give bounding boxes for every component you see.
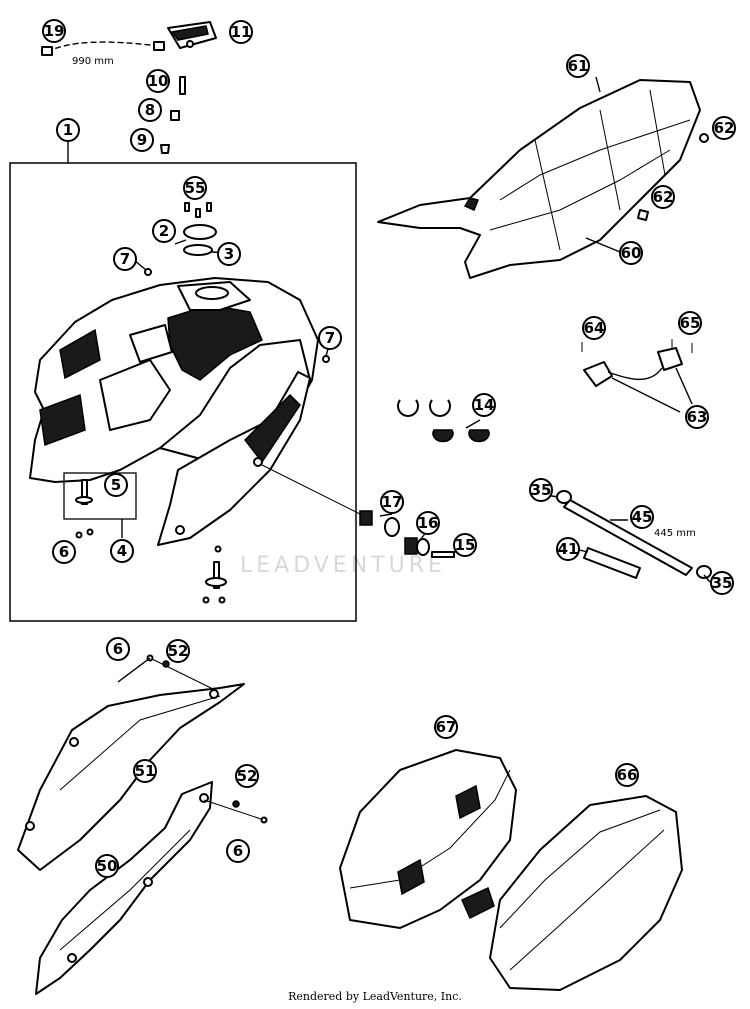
svg-text:7: 7 bbox=[325, 329, 335, 347]
svg-text:66: 66 bbox=[617, 766, 638, 784]
callout-35b: 35 bbox=[710, 571, 734, 595]
callout-60: 60 bbox=[619, 241, 643, 265]
svg-text:64: 64 bbox=[584, 319, 605, 337]
callout-11: 11 bbox=[229, 20, 253, 44]
svg-text:15: 15 bbox=[455, 536, 476, 554]
mounting-kit-frame bbox=[63, 472, 137, 520]
hose-length-label: 990 mm bbox=[72, 56, 114, 67]
svg-text:2: 2 bbox=[159, 222, 169, 240]
svg-text:35: 35 bbox=[531, 481, 552, 499]
callout-1: 1 bbox=[56, 118, 80, 142]
tank-fasteners bbox=[144, 202, 330, 363]
svg-text:65: 65 bbox=[680, 314, 701, 332]
tube-length-label: 445 mm bbox=[654, 528, 696, 539]
callout-51: 51 bbox=[133, 759, 157, 783]
svg-text:8: 8 bbox=[145, 101, 155, 119]
watermark-text: LEADVENTURE bbox=[240, 553, 446, 578]
bolt-set bbox=[261, 464, 455, 558]
svg-text:67: 67 bbox=[436, 718, 457, 736]
callout-62a: 62 bbox=[712, 116, 736, 140]
callout-66: 66 bbox=[615, 763, 639, 787]
svg-text:7: 7 bbox=[120, 250, 130, 268]
svg-text:50: 50 bbox=[97, 857, 118, 875]
callout-65: 65 bbox=[678, 311, 702, 335]
svg-text:61: 61 bbox=[568, 57, 589, 75]
tank-side-panel bbox=[157, 371, 311, 546]
callout-16: 16 bbox=[416, 511, 440, 535]
callout-19: 19 bbox=[42, 19, 66, 43]
callout-6b: 6 bbox=[106, 637, 130, 661]
callout-10: 10 bbox=[146, 69, 170, 93]
callout-67: 67 bbox=[434, 715, 458, 739]
svg-text:3: 3 bbox=[224, 245, 234, 263]
footer-credit: Rendered by LeadVenture, Inc. bbox=[288, 990, 462, 1003]
callout-8: 8 bbox=[138, 98, 162, 122]
svg-text:16: 16 bbox=[418, 514, 439, 532]
callout-7a: 7 bbox=[113, 247, 137, 271]
svg-text:4: 4 bbox=[117, 542, 127, 560]
svg-text:45: 45 bbox=[632, 508, 653, 526]
callout-35a: 35 bbox=[529, 478, 553, 502]
callout-45: 45 bbox=[630, 505, 654, 529]
pannier-67 bbox=[339, 749, 517, 929]
clip-set bbox=[397, 399, 490, 443]
small-fasteners-top bbox=[160, 76, 186, 154]
tube-set bbox=[556, 490, 712, 579]
svg-text:52: 52 bbox=[237, 767, 258, 785]
svg-text:10: 10 bbox=[148, 72, 169, 90]
side-cover-50 bbox=[35, 781, 213, 995]
callout-52b: 52 bbox=[235, 764, 259, 788]
callout-63: 63 bbox=[685, 405, 709, 429]
svg-text:63: 63 bbox=[687, 408, 708, 426]
callout-55: 55 bbox=[183, 176, 207, 200]
callout-15: 15 bbox=[453, 533, 477, 557]
svg-text:11: 11 bbox=[231, 23, 252, 41]
callout-5: 5 bbox=[104, 473, 128, 497]
svg-text:6: 6 bbox=[233, 842, 243, 860]
callout-17: 17 bbox=[380, 490, 404, 514]
callout-3: 3 bbox=[217, 242, 241, 266]
svg-text:14: 14 bbox=[474, 396, 495, 414]
seat-lock bbox=[581, 339, 693, 413]
svg-text:62: 62 bbox=[714, 119, 735, 137]
svg-text:6: 6 bbox=[59, 543, 69, 561]
svg-text:35: 35 bbox=[712, 574, 733, 592]
callout-9: 9 bbox=[130, 128, 154, 152]
callout-64: 64 bbox=[582, 316, 606, 340]
callout-52a: 52 bbox=[166, 639, 190, 663]
callout-50: 50 bbox=[95, 854, 119, 878]
callout-4: 4 bbox=[110, 539, 134, 563]
callout-6c: 6 bbox=[226, 839, 250, 863]
callout-2: 2 bbox=[152, 219, 176, 243]
svg-text:17: 17 bbox=[382, 493, 403, 511]
pannier-66 bbox=[489, 795, 683, 991]
callout-7b: 7 bbox=[318, 326, 342, 350]
svg-text:52: 52 bbox=[168, 642, 189, 660]
svg-text:6: 6 bbox=[113, 640, 123, 658]
seat bbox=[377, 79, 709, 279]
svg-text:55: 55 bbox=[185, 179, 206, 197]
callout-14: 14 bbox=[472, 393, 496, 417]
callout-6a: 6 bbox=[52, 540, 76, 564]
svg-text:51: 51 bbox=[135, 762, 156, 780]
svg-text:60: 60 bbox=[621, 244, 642, 262]
callout-61: 61 bbox=[566, 54, 590, 78]
svg-text:62: 62 bbox=[653, 188, 674, 206]
callout-41: 41 bbox=[556, 537, 580, 561]
svg-text:5: 5 bbox=[111, 476, 121, 494]
svg-text:19: 19 bbox=[44, 22, 65, 40]
fuel-hose bbox=[41, 41, 165, 56]
side-cover-51 bbox=[17, 683, 245, 871]
tank-assembly-frame bbox=[9, 162, 357, 622]
svg-text:41: 41 bbox=[558, 540, 579, 558]
svg-text:1: 1 bbox=[63, 121, 73, 139]
mounting-kit bbox=[75, 479, 227, 604]
fuel-cap bbox=[167, 21, 217, 49]
svg-text:9: 9 bbox=[137, 131, 147, 149]
callout-62b: 62 bbox=[651, 185, 675, 209]
